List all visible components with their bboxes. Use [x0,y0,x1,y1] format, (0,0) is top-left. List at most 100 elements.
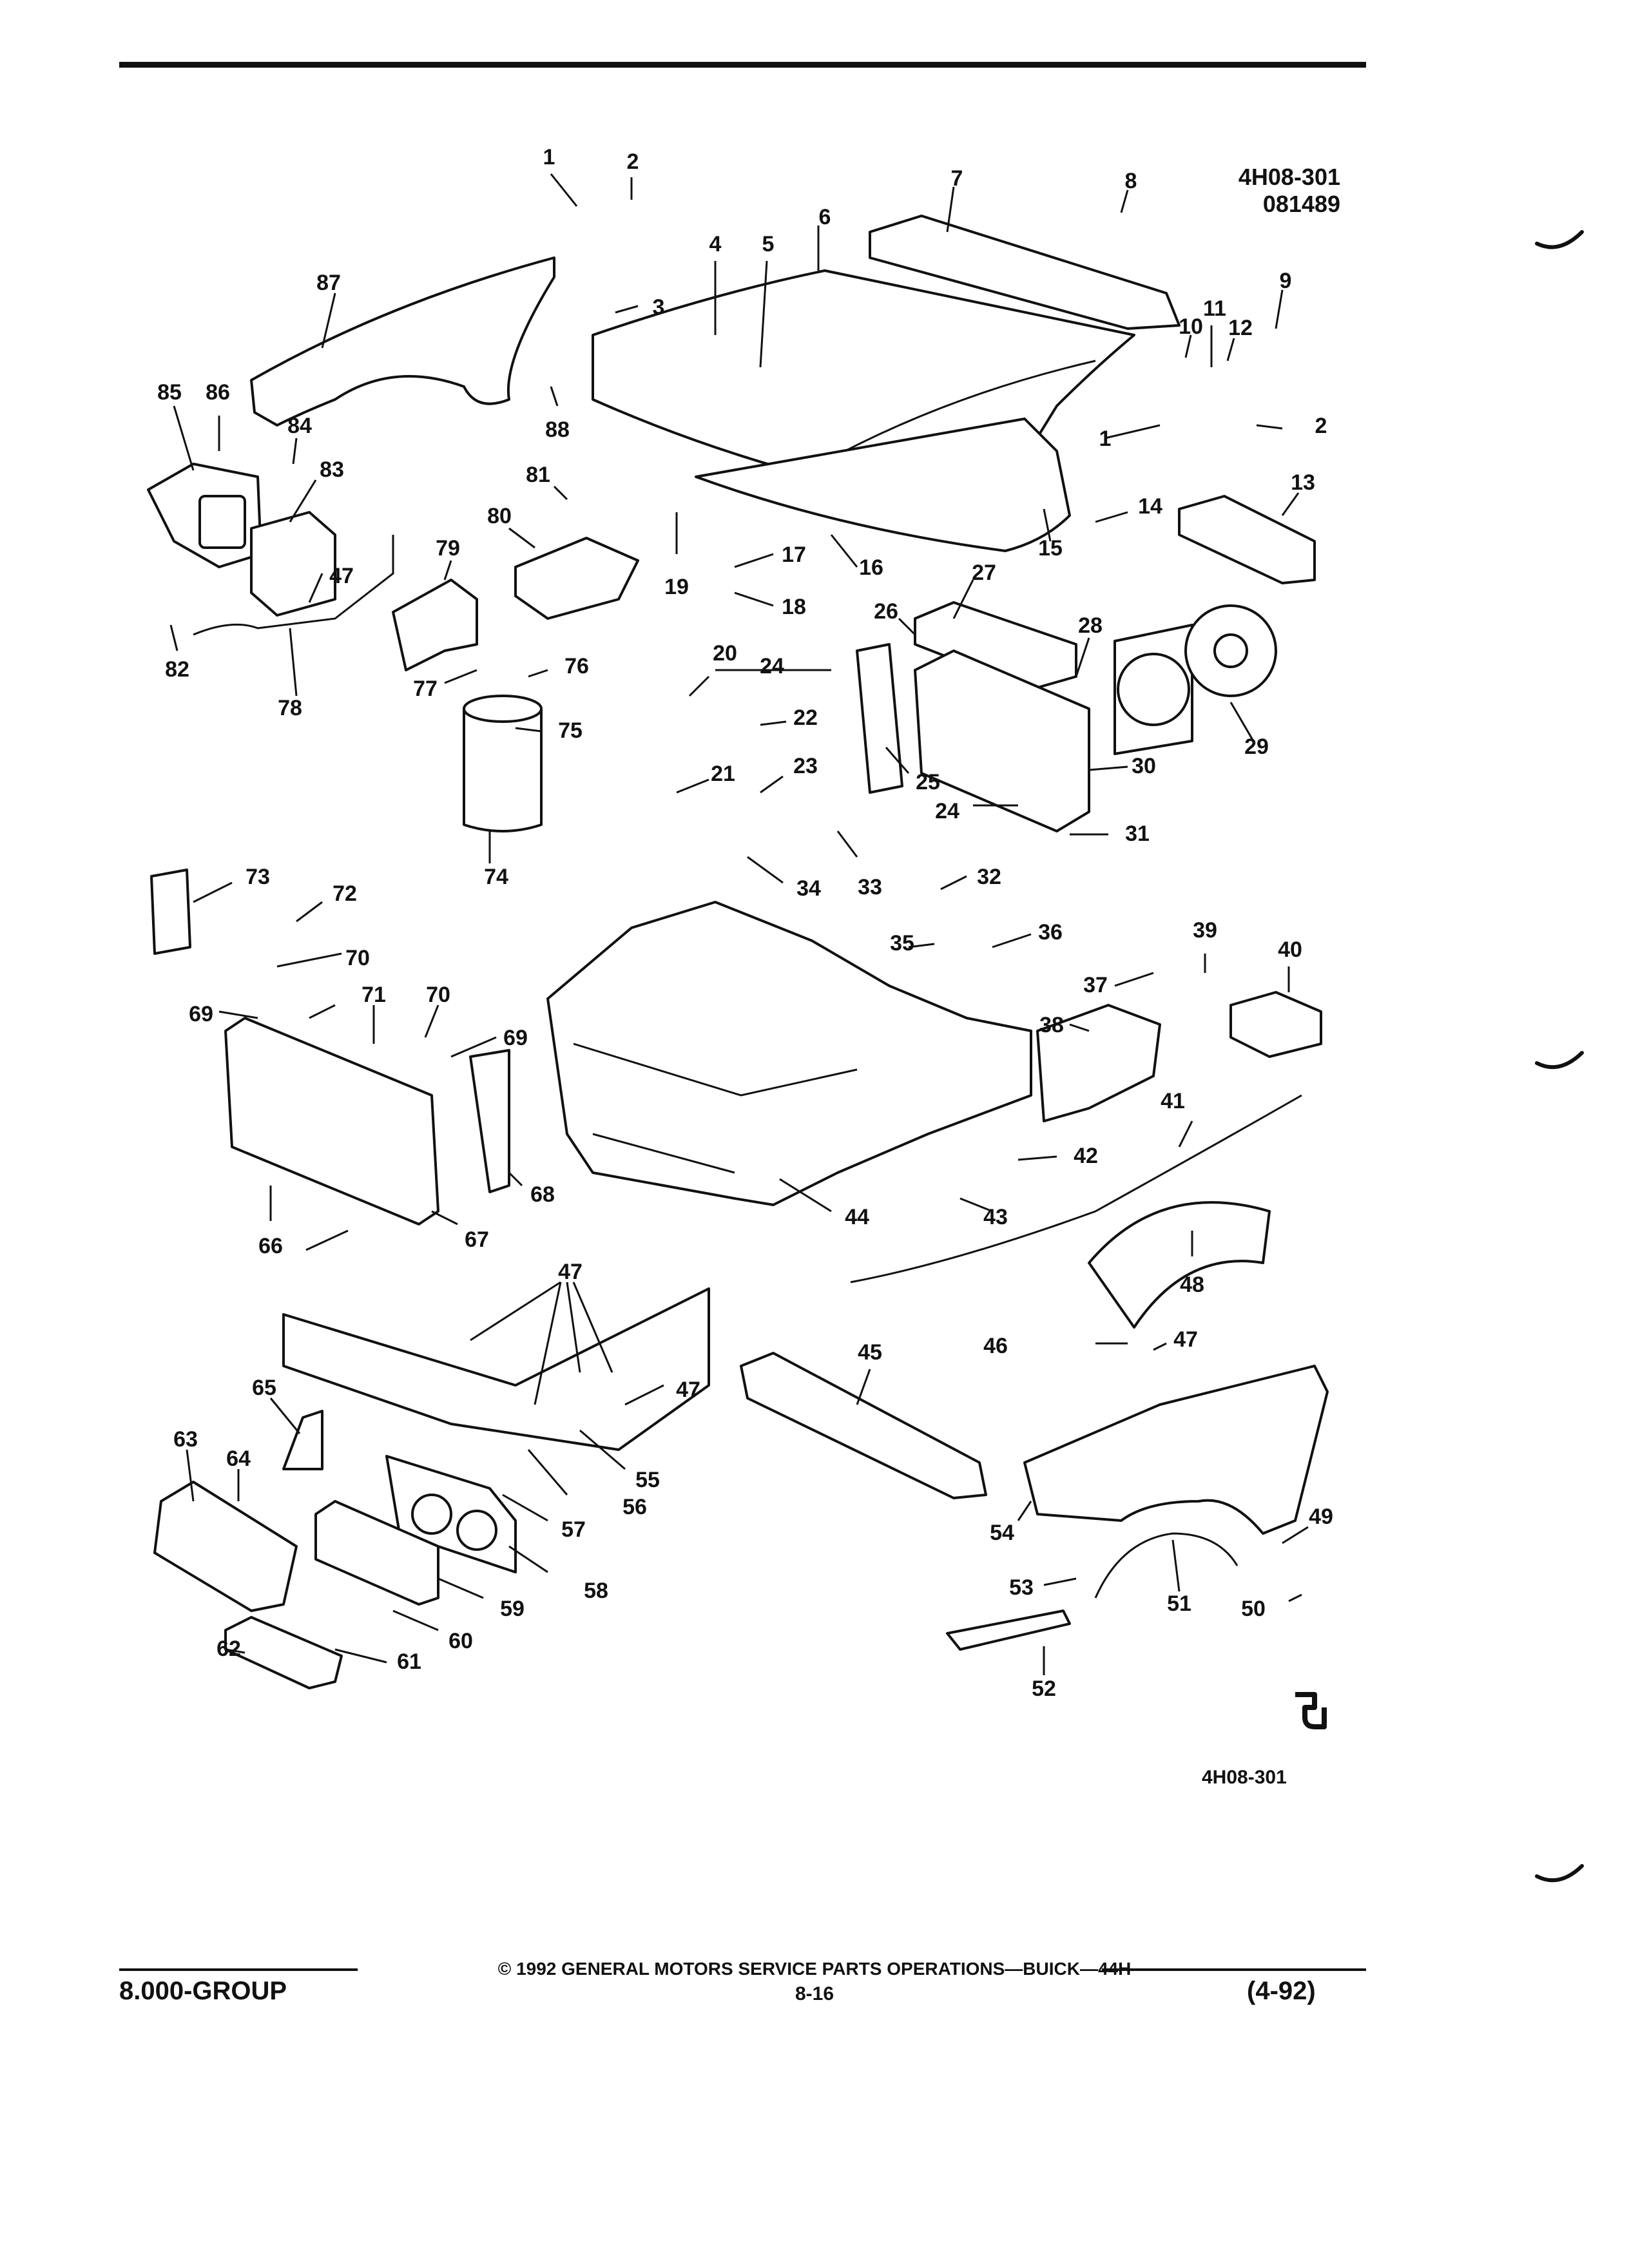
callout-label-73: 73 [246,865,270,889]
battery-tray [514,537,639,620]
mounting-bracket [392,579,478,671]
front-bumper [740,1352,987,1499]
callout-label-33: 33 [858,875,882,899]
callout-label-51: 51 [1167,1591,1191,1616]
callout-label-41: 41 [1161,1089,1185,1113]
parts-drawing [147,215,1329,1689]
callout-labels: 1 1 2 2 3 4 5 6 7 8 9 10 11 12 13 14 15 … [157,145,1333,1701]
wheelhouse-liner [1088,1201,1271,1329]
callout-label-45: 45 [858,1340,882,1365]
callout-label-36: 36 [1038,920,1063,945]
callout-label-67: 67 [465,1227,489,1252]
callout-label-54: 54 [990,1521,1014,1545]
callout-label-68: 68 [530,1182,555,1207]
callout-label-63: 63 [173,1427,198,1452]
callout-label-47: 47 [1173,1327,1198,1352]
callout-label-62: 62 [217,1637,241,1661]
callout-label-80: 80 [487,504,512,528]
callout-label-55: 55 [635,1468,660,1492]
callout-label-86: 86 [206,380,230,405]
date-code: 081489 [1262,191,1340,217]
callout-label-14: 14 [1138,494,1162,519]
callout-label-2: 2 [627,149,639,174]
callout-label-70: 70 [345,946,370,970]
footer-group-label: 8.000-GROUP [119,1977,287,2005]
callout-label-32: 32 [977,865,1001,889]
callout-label-38: 38 [1039,1013,1064,1037]
right-fender [1023,1365,1329,1535]
callout-label-84: 84 [287,414,312,438]
callout-label-1: 1 [543,145,555,169]
illustration-code: 4H08-301 [1238,164,1340,190]
callout-label-47: 47 [329,564,354,588]
callout-label-12: 12 [1228,316,1253,340]
control-module [1229,991,1322,1058]
callout-label-57: 57 [561,1517,586,1542]
callout-label-50: 50 [1241,1597,1266,1621]
callout-label-13: 13 [1291,470,1315,495]
callout-label-65: 65 [252,1376,276,1400]
callout-label-37: 37 [1083,973,1108,997]
callout-label-56: 56 [622,1495,647,1519]
callout-label-60: 60 [448,1629,473,1653]
callout-label-23: 23 [793,754,818,778]
callout-label-81: 81 [526,463,550,487]
callout-label-2: 2 [1315,414,1327,438]
callout-label-1: 1 [1099,427,1112,451]
callout-label-34: 34 [796,876,821,901]
callout-label-88: 88 [545,418,570,442]
callout-label-72: 72 [333,881,357,906]
footer-revision: (4-92) [1247,1977,1316,2005]
callout-label-25: 25 [916,770,940,794]
callout-label-47: 47 [558,1260,583,1284]
callout-label-69: 69 [189,1002,213,1026]
callout-label-49: 49 [1309,1504,1333,1529]
headlamp-bezel [314,1500,439,1606]
callout-label-83: 83 [320,457,344,482]
callout-label-20: 20 [713,641,737,666]
callout-label-64: 64 [226,1446,251,1471]
callout-label-30: 30 [1132,754,1156,778]
corner-bracket [282,1410,323,1470]
callout-label-4: 4 [709,232,722,256]
cowl-vent-panel [869,215,1181,330]
callout-label-15: 15 [1038,536,1063,561]
callout-label-77: 77 [413,677,438,701]
footer-rule-right [1102,1968,1366,1971]
callout-label-22: 22 [793,706,818,730]
footer-rule-left [119,1968,358,1971]
callout-label-27: 27 [972,561,996,585]
callout-label-48: 48 [1180,1273,1204,1297]
callout-label-82: 82 [165,657,189,682]
washer-hose [193,535,394,636]
side-baffle [469,1049,510,1193]
left-fender [250,256,555,427]
callout-label-28: 28 [1078,613,1103,638]
callout-label-66: 66 [258,1234,283,1258]
callout-label-47: 47 [676,1378,700,1402]
ac-condenser [224,1017,439,1225]
callout-label-10: 10 [1179,314,1203,339]
callout-label-24: 24 [935,799,959,823]
support-bracket [1036,1004,1161,1122]
leader-lines [169,173,1309,1675]
callout-label-19: 19 [664,575,689,599]
callout-label-70: 70 [426,983,450,1007]
callout-label-16: 16 [859,555,883,580]
callout-label-26: 26 [874,599,898,624]
callout-label-40: 40 [1278,937,1302,962]
callout-label-61: 61 [397,1649,421,1674]
callout-label-3: 3 [653,295,665,320]
callout-label-75: 75 [558,718,583,743]
callout-label-24: 24 [760,654,784,678]
top-rule [119,62,1366,68]
callout-label-5: 5 [762,232,775,256]
callout-label-29: 29 [1244,735,1269,759]
callout-label-71: 71 [361,983,386,1007]
footer-copyright: © 1992 GENERAL MOTORS SERVICE PARTS OPER… [497,1959,1132,1979]
headlamp-lens [153,1481,298,1612]
air-guide [150,869,191,955]
front-end-frame [546,901,1032,1206]
callout-label-74: 74 [484,865,508,889]
